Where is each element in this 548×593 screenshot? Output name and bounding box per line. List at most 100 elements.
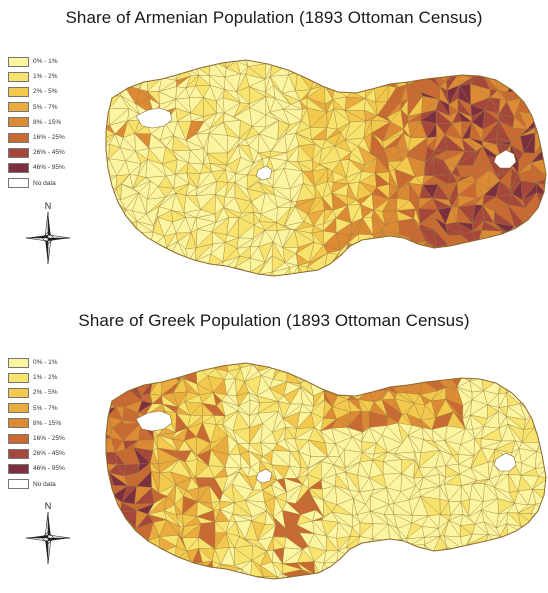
district-cell	[489, 260, 499, 274]
legend-label: No data	[33, 179, 56, 187]
district-cell	[520, 363, 534, 368]
district-cell	[106, 86, 116, 99]
district-cell	[539, 577, 546, 579]
district-cell	[408, 363, 420, 366]
district-cell	[361, 61, 379, 76]
district-cell	[419, 363, 436, 364]
district-cell	[384, 570, 401, 579]
district-cell	[534, 246, 546, 261]
district-cell	[135, 245, 155, 256]
district-cell	[106, 242, 112, 263]
district-cell	[475, 60, 492, 67]
district-cell	[385, 244, 402, 258]
district-cell	[446, 547, 466, 566]
district-cell	[538, 393, 546, 407]
district-cell	[412, 255, 424, 274]
legend-label: 5% - 7%	[33, 103, 58, 111]
district-cell	[509, 271, 529, 276]
district-cell	[486, 60, 504, 61]
district-cell	[396, 570, 408, 579]
greek-map-panel: Share of Greek Population (1893 Ottoman …	[0, 297, 548, 593]
district-cell	[119, 540, 141, 553]
district-cell	[385, 244, 403, 256]
district-cell	[463, 253, 472, 273]
district-cell	[493, 60, 511, 81]
legend-item: 16% - 25%	[8, 130, 88, 145]
district-cell	[334, 377, 354, 397]
district-cell	[481, 64, 495, 73]
district-cell	[153, 62, 162, 78]
district-cell	[518, 64, 537, 77]
district-cell	[424, 60, 437, 61]
district-cell	[170, 254, 186, 268]
district-cell	[160, 60, 176, 69]
district-cell	[175, 577, 185, 579]
district-cell	[406, 576, 425, 579]
legend-item: 46% - 95%	[8, 461, 88, 476]
district-cell	[147, 62, 163, 79]
district-cell	[356, 270, 372, 276]
district-cell	[465, 557, 477, 577]
district-cell	[199, 570, 214, 579]
district-cell	[106, 220, 111, 233]
district-cell	[333, 73, 355, 93]
district-cell	[513, 248, 526, 263]
district-cell	[481, 363, 501, 379]
district-cell	[422, 255, 441, 274]
district-cell	[533, 221, 546, 231]
district-cell	[310, 60, 321, 69]
district-cell	[151, 571, 162, 579]
district-cell	[470, 572, 485, 579]
district-cell	[432, 569, 446, 579]
district-cell	[158, 560, 179, 572]
district-cell	[348, 556, 366, 578]
district-cell	[114, 71, 123, 88]
district-cell	[339, 355, 353, 362]
district-cell	[497, 555, 514, 578]
district-cell	[434, 560, 452, 575]
district-cell	[157, 571, 179, 579]
district-cell	[140, 549, 147, 562]
legend-swatch	[8, 132, 29, 143]
district-cell	[434, 369, 452, 379]
district-cell	[124, 60, 141, 76]
district-cell	[357, 383, 370, 393]
district-cell	[157, 267, 178, 276]
district-cell	[346, 547, 358, 558]
district-cell	[106, 199, 111, 211]
district-cell	[538, 391, 546, 407]
district-cell	[539, 546, 546, 561]
legend-swatch	[8, 117, 29, 128]
legend-item: 2% - 5%	[8, 385, 88, 400]
district-cell	[434, 363, 450, 371]
district-cell	[106, 198, 113, 208]
district-cell	[129, 264, 141, 276]
district-cell	[470, 253, 491, 269]
district-cell	[414, 60, 427, 78]
district-cell	[108, 60, 130, 62]
district-cell	[507, 535, 529, 548]
district-cell	[106, 267, 108, 276]
district-cell	[495, 272, 511, 276]
district-cell	[363, 60, 379, 63]
district-cell	[414, 60, 427, 78]
district-cell	[129, 255, 141, 271]
district-cell	[401, 544, 412, 563]
district-cell	[122, 240, 136, 261]
salt-lake	[255, 468, 273, 484]
district-cell	[519, 241, 540, 254]
district-cell	[334, 60, 348, 67]
district-cell	[109, 575, 127, 579]
district-cell	[493, 577, 515, 579]
district-cell	[443, 60, 465, 64]
district-cell	[511, 556, 523, 571]
district-cell	[534, 109, 546, 129]
district-cell	[321, 79, 335, 88]
district-cell	[135, 570, 152, 579]
district-cell	[506, 375, 528, 394]
legend-item: 5% - 7%	[8, 100, 88, 115]
district-cell	[509, 261, 529, 275]
district-cell	[518, 60, 534, 66]
district-cell	[195, 363, 210, 366]
district-cell	[106, 97, 110, 113]
